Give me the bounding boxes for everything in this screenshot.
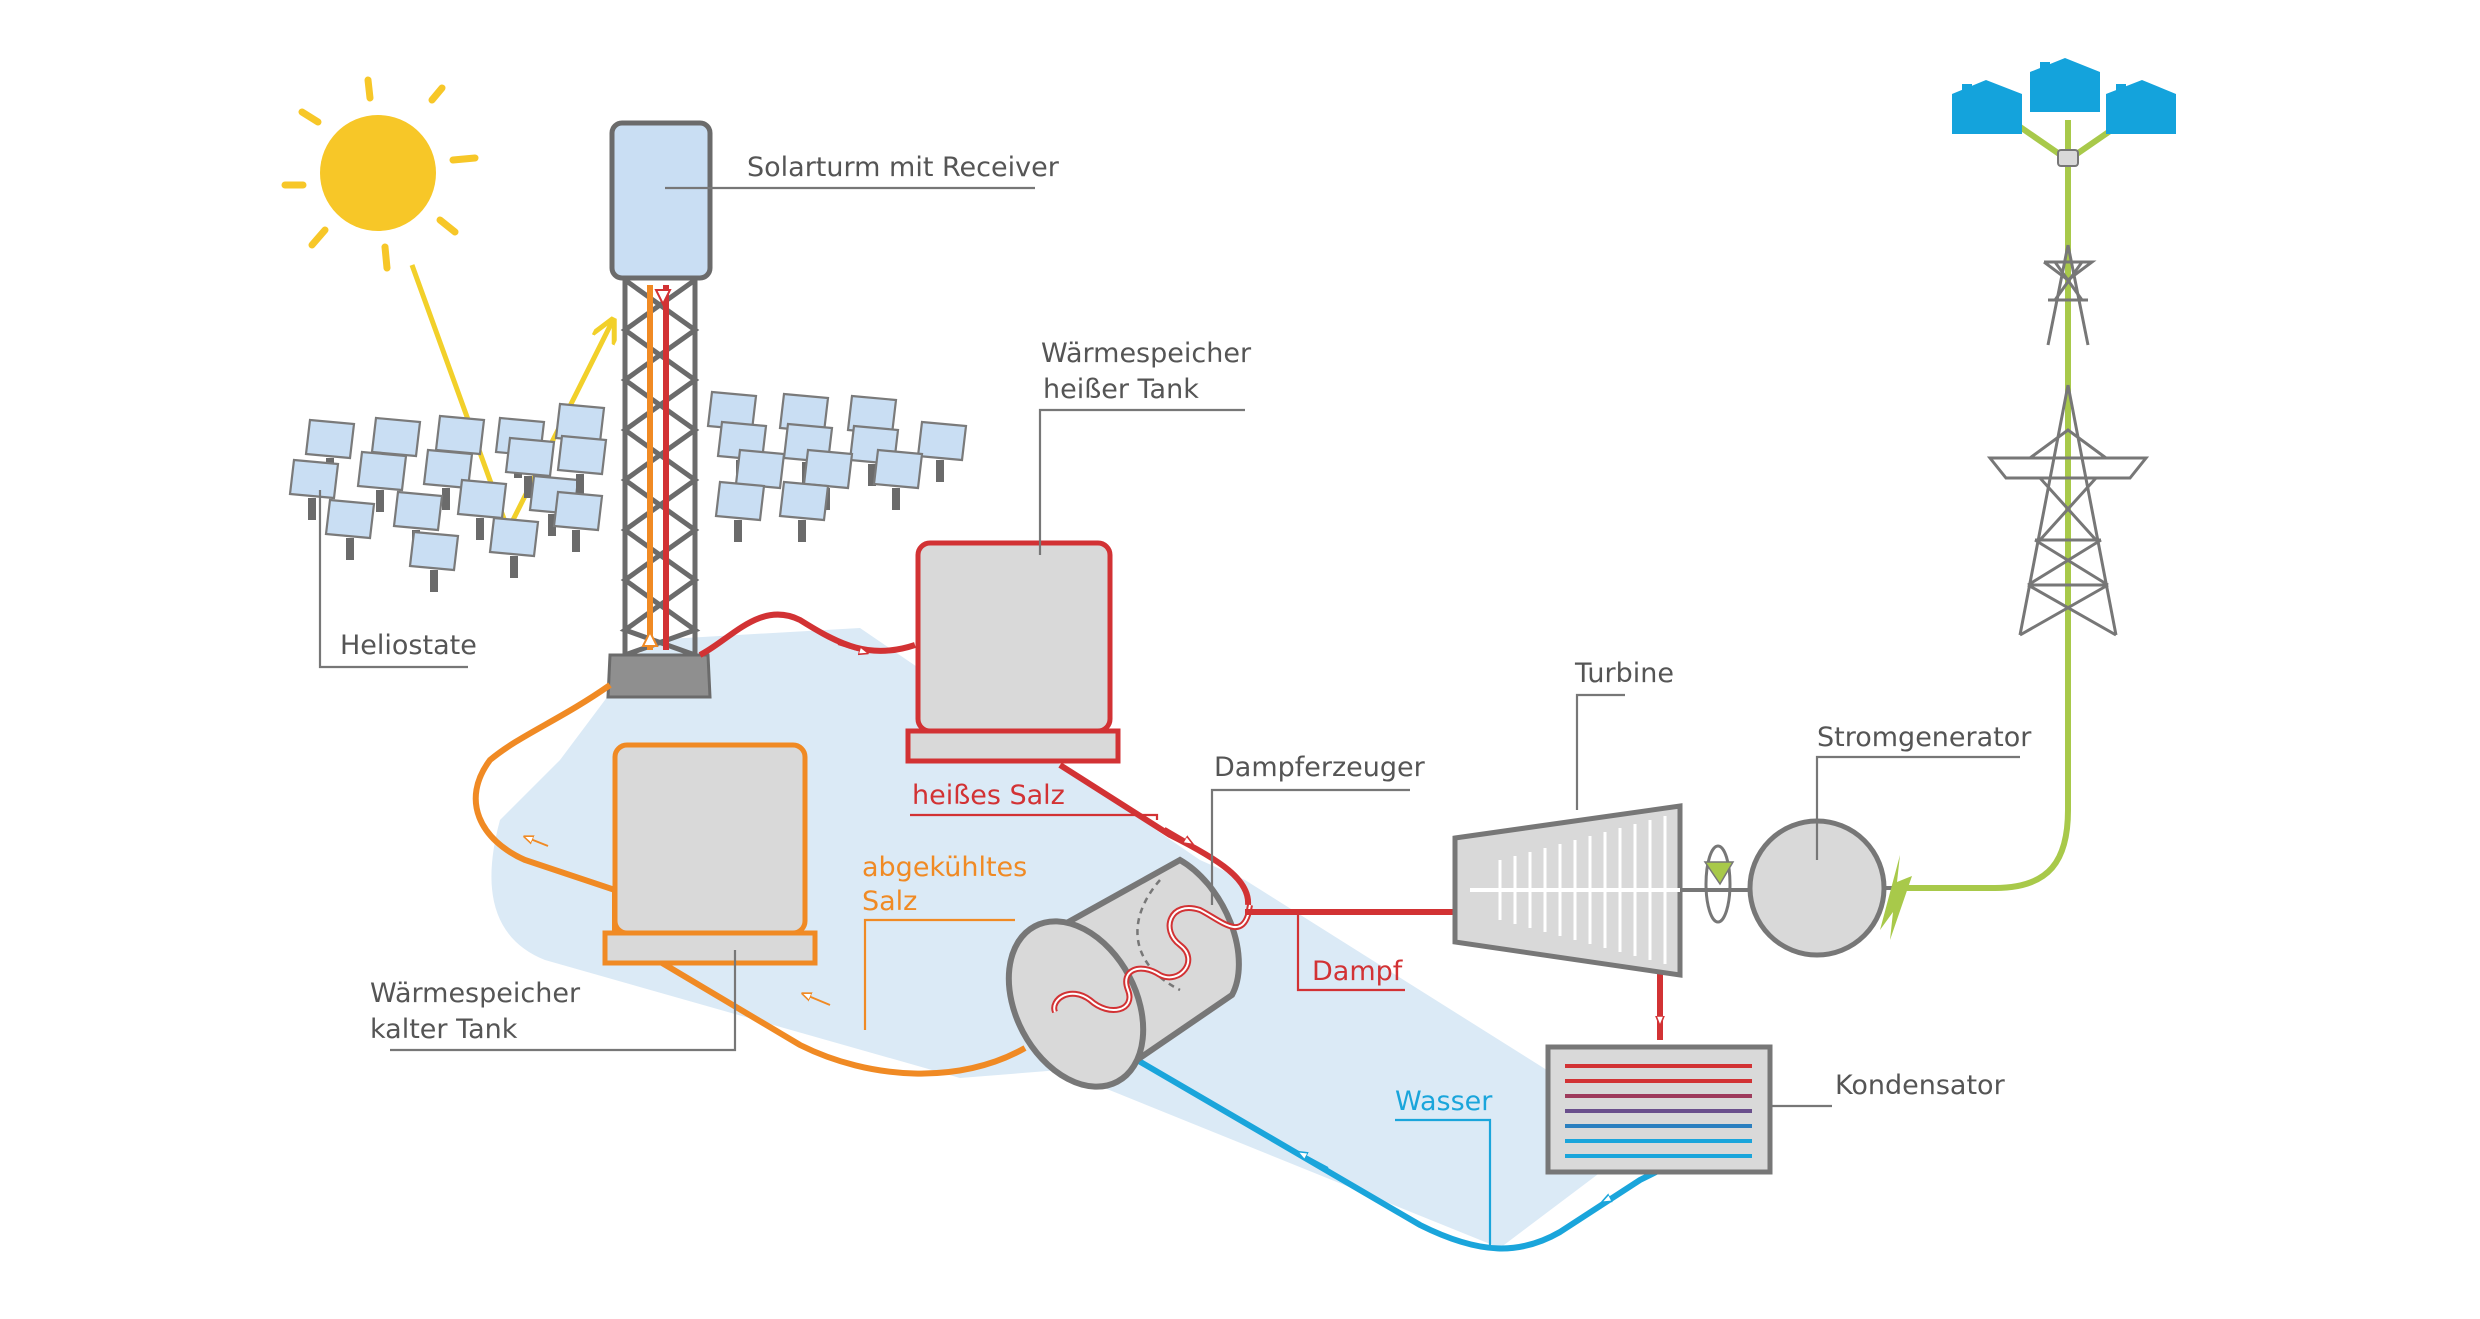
power-generator xyxy=(1747,818,1905,958)
heliostat-field-left xyxy=(288,402,608,592)
condenser xyxy=(1545,1044,1773,1175)
solar-tower xyxy=(606,120,713,699)
sun-icon xyxy=(281,76,479,272)
label-hot-tank-line2: heißer Tank xyxy=(1043,374,1199,405)
turbine xyxy=(1452,803,1755,978)
label-cooled-salt-line2: Salz xyxy=(862,886,917,917)
house-icon xyxy=(1952,80,2022,134)
rotation-arrow-icon xyxy=(1703,844,1735,924)
label-cold-tank-line1: Wärmespeicher xyxy=(370,978,581,1009)
cold-tank xyxy=(602,742,818,966)
label-heliostats: Heliostate xyxy=(340,630,477,661)
lightning-bolt-icon xyxy=(1880,855,1912,940)
heliostat-field-right xyxy=(706,390,968,542)
steam-generator xyxy=(1005,856,1253,1090)
tower-base xyxy=(606,653,712,699)
label-condenser: Kondensator xyxy=(1835,1070,2006,1101)
house-icon xyxy=(2106,80,2176,134)
hot-salt-pipe-tower-to-tank xyxy=(698,611,916,658)
hot-salt-pipe-tank-to-steam-generator xyxy=(1058,762,1252,906)
label-cold-tank-line2: kalter Tank xyxy=(370,1014,518,1045)
power-line xyxy=(1905,160,2071,891)
hot-tank xyxy=(905,540,1121,764)
label-turbine: Turbine xyxy=(1574,658,1674,689)
label-hot-tank-line1: Wärmespeicher xyxy=(1041,338,1252,369)
label-cooled-salt-line1: abgekühltes xyxy=(862,852,1027,883)
transmission-tower-icon xyxy=(1986,384,2150,637)
house-icon xyxy=(2030,58,2100,112)
label-power-generator: Stromgenerator xyxy=(1817,722,2032,753)
receiver xyxy=(609,120,713,281)
transmission-tower-icon xyxy=(2043,244,2097,346)
label-steam-generator: Dampferzeuger xyxy=(1214,752,1426,783)
cold-salt-pipe-tank-loop xyxy=(472,682,1027,1077)
label-hot-salt: heißes Salz xyxy=(912,780,1065,811)
label-receiver-tower: Solarturm mit Receiver xyxy=(747,152,1060,183)
label-steam: Dampf xyxy=(1312,956,1404,987)
label-water: Wasser xyxy=(1395,1086,1493,1117)
distribution-node xyxy=(2057,149,2079,167)
